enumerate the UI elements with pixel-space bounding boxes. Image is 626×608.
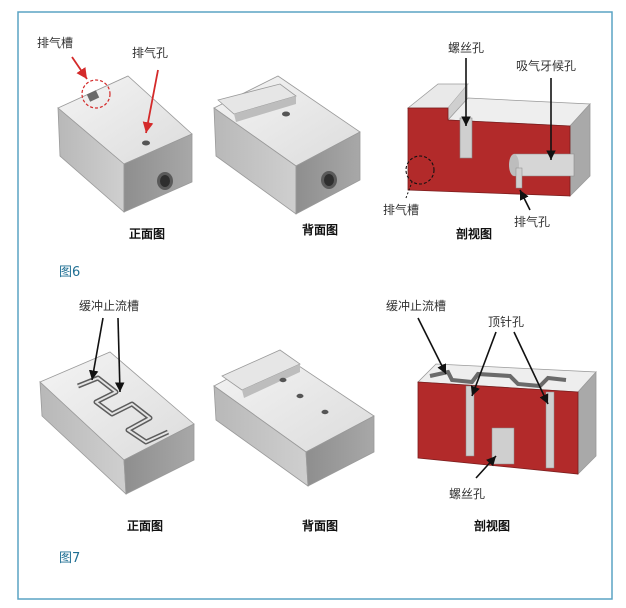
fig6-section-callout-vent-groove: 排气槽 bbox=[383, 202, 419, 217]
fig7-section-caption: 剖视图 bbox=[474, 518, 510, 533]
fig6-front-callout-vent-hole: 排气孔 bbox=[132, 45, 168, 60]
arrow-fig6-vent-groove bbox=[71, 56, 88, 80]
fig7-back-block bbox=[213, 349, 375, 487]
fig6-front-block bbox=[57, 75, 193, 213]
fig6-front-caption: 正面图 bbox=[129, 227, 165, 241]
fig7-section-callout-buffer: 缓冲止流槽 bbox=[386, 298, 446, 313]
fig7-front-caption: 正面图 bbox=[127, 519, 163, 533]
arrow-fig7-front-buffer-2 bbox=[114, 317, 125, 393]
arrow-fig6-vent-hole bbox=[142, 69, 159, 134]
fig6-section-block bbox=[405, 83, 591, 197]
fig6-front-callout-vent-groove: 排气槽 bbox=[37, 35, 73, 50]
fig6-back-block bbox=[213, 75, 361, 215]
leader-fig6-section-vent-groove bbox=[405, 181, 413, 199]
arrow-fig7-section-screw bbox=[475, 455, 497, 479]
fig7-section-callout-screw: 螺丝孔 bbox=[449, 487, 485, 501]
fig6-label: 图6 bbox=[59, 265, 80, 280]
outer-border bbox=[17, 11, 613, 600]
fig7-section-block bbox=[417, 363, 597, 475]
fig6-back-caption: 背面图 bbox=[302, 222, 338, 237]
fig7-section-callout-ejector: 顶针孔 bbox=[488, 314, 524, 329]
fig6-section-caption: 剖视图 bbox=[456, 226, 492, 241]
arrow-fig7-section-buffer bbox=[417, 317, 447, 375]
arrow-fig7-section-ejector-2 bbox=[513, 331, 549, 405]
fig7-label: 图7 bbox=[59, 551, 80, 566]
arrow-fig7-section-ejector-1 bbox=[470, 331, 497, 397]
vent-groove-highlight bbox=[81, 79, 111, 109]
arrow-fig7-front-buffer-1 bbox=[88, 317, 104, 381]
fig7-front-block bbox=[39, 351, 195, 495]
arrow-fig6-section-vent-hole bbox=[519, 189, 531, 211]
fig6-section-callout-suction: 吸气牙候孔 bbox=[516, 58, 576, 73]
fig6-section-vent-groove-highlight bbox=[405, 155, 435, 185]
fig7-back-caption: 背面图 bbox=[302, 518, 338, 533]
fig6-section-callout-vent-hole: 排气孔 bbox=[514, 214, 550, 229]
fig6-section-callout-screw-hole: 螺丝孔 bbox=[448, 41, 484, 55]
fig7-front-callout-buffer: 缓冲止流槽 bbox=[79, 298, 139, 313]
